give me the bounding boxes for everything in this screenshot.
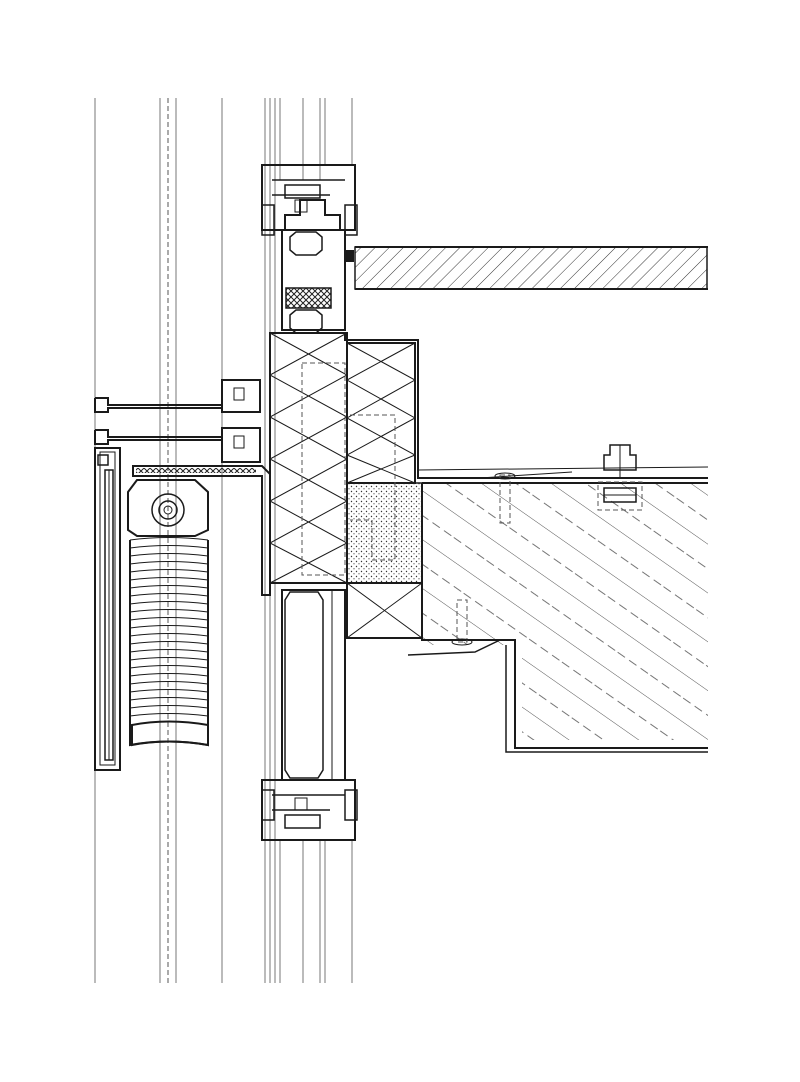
roller-slats	[129, 537, 209, 717]
floor-slab-upper	[354, 246, 708, 290]
cantilever-bracket	[94, 379, 271, 596]
outer-glass-layer	[94, 98, 223, 983]
curtain-wall-mullion	[261, 98, 358, 983]
anchor-bolt	[451, 444, 643, 646]
sunshade-roller	[94, 447, 209, 771]
concrete-slab	[407, 466, 709, 753]
insulation-block	[268, 332, 708, 639]
